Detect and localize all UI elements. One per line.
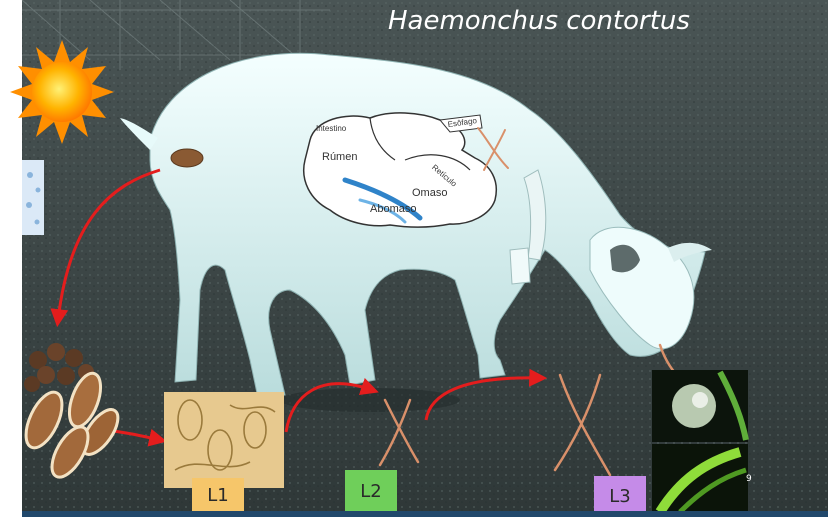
l1-larvae-micrograph — [164, 392, 284, 488]
stomach-label-intestine: Intestino — [316, 124, 347, 133]
stomach-label-omasum: Omaso — [412, 187, 447, 199]
egg-cluster-tail — [171, 149, 203, 167]
stomach-label-rumen: Rúmen — [322, 151, 357, 163]
stage-label-l1: L1 — [192, 478, 244, 512]
grass-blade-photo — [652, 444, 748, 514]
water-droplets-icon — [22, 160, 44, 235]
stage-label-l2: L2 — [345, 470, 397, 512]
dew-drop-plant-photo — [652, 370, 748, 442]
slide-title: Haemonchus contortus — [388, 6, 690, 36]
stomach-label-abomasum: Abomaso — [370, 203, 416, 215]
bottom-bar — [22, 511, 828, 517]
stage-label-l3: L3 — [594, 476, 646, 516]
slide-number: 9 — [746, 474, 752, 484]
